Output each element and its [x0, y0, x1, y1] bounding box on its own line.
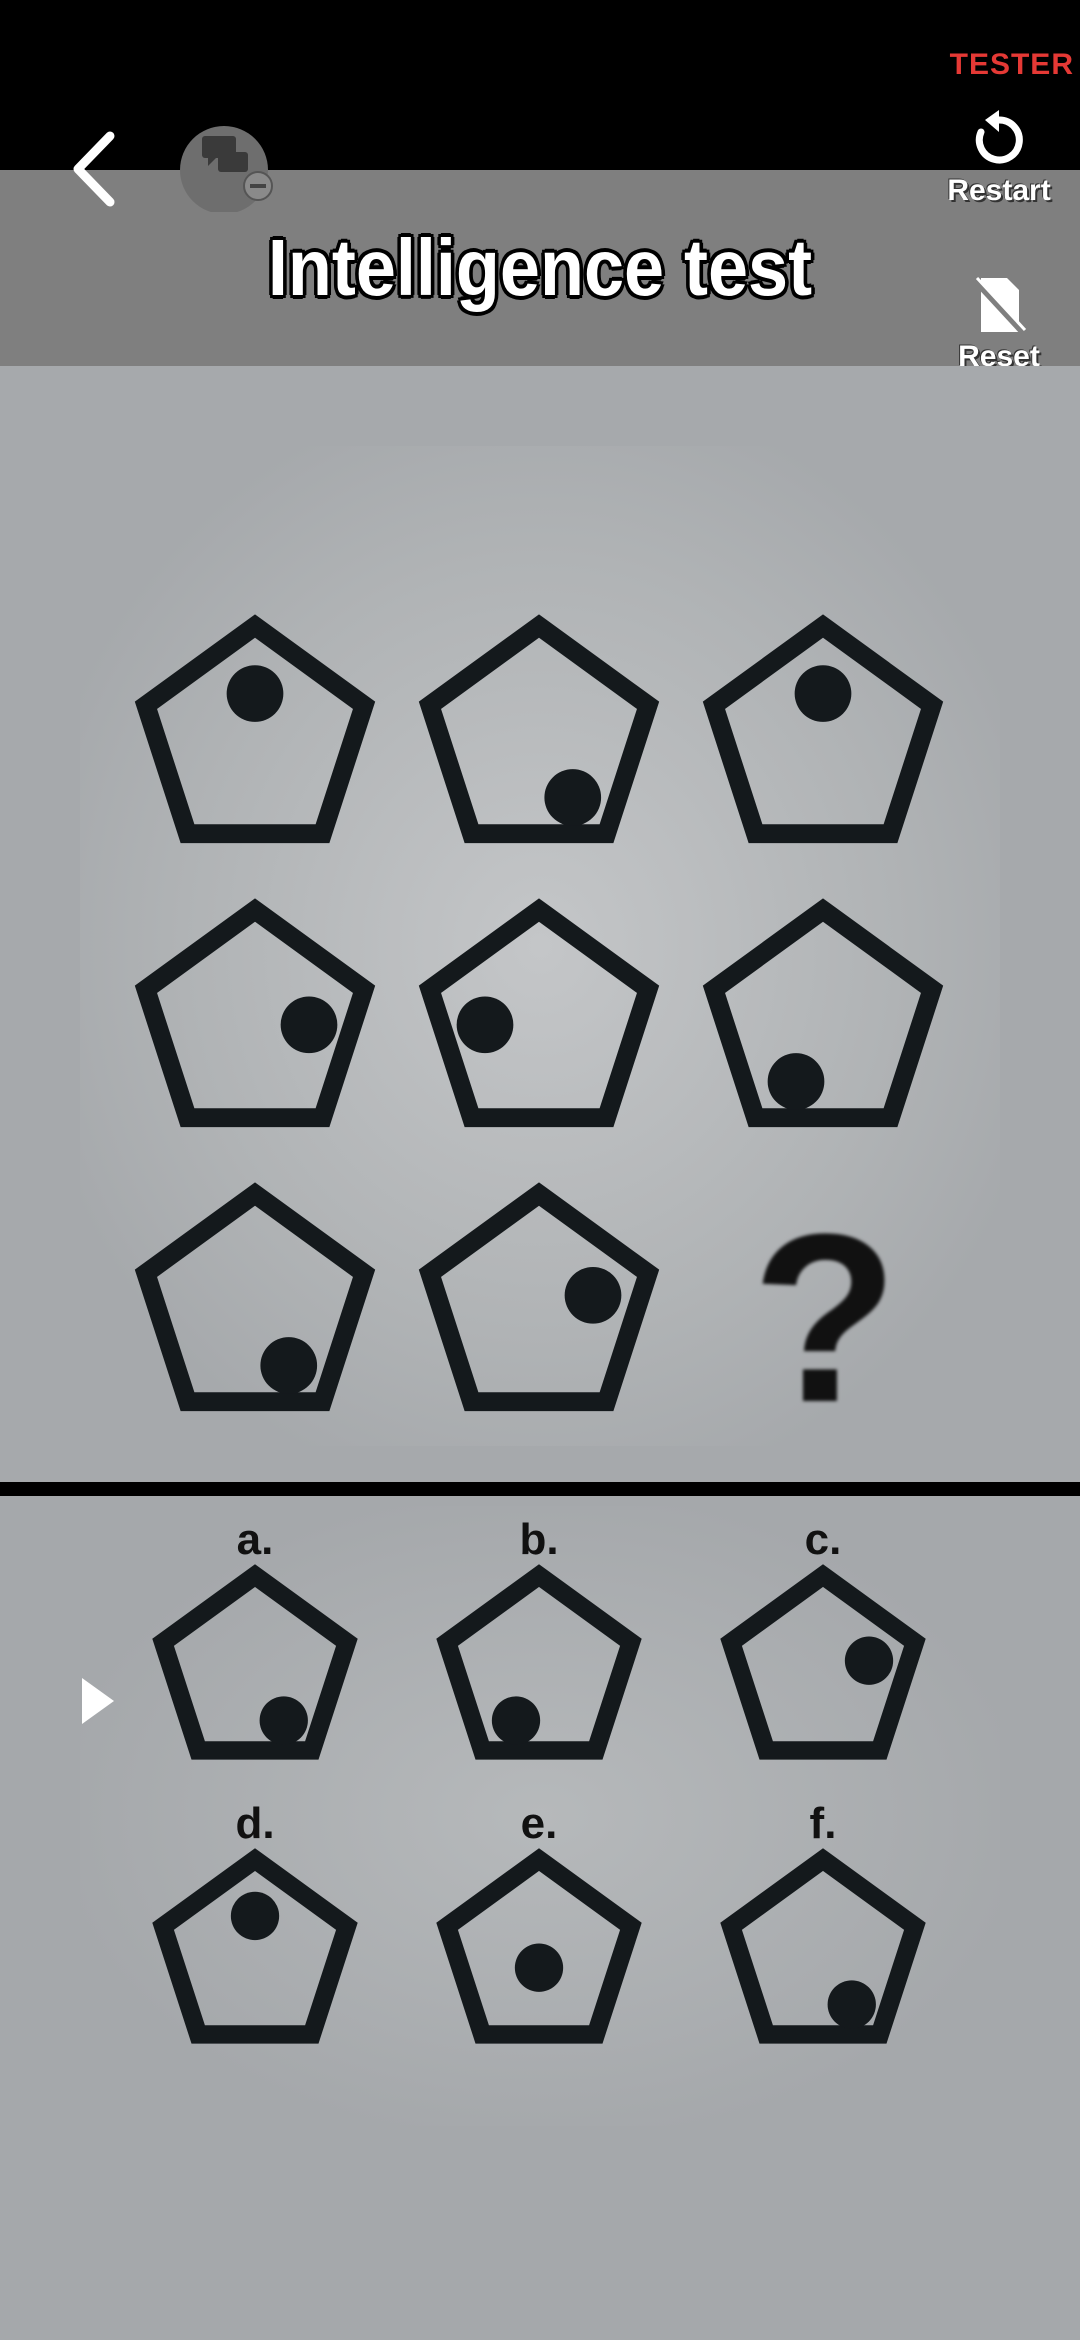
answer-option-d[interactable] — [140, 1832, 370, 2067]
dot-marker — [491, 1696, 541, 1745]
puzzle-cell — [120, 595, 390, 870]
dot-marker — [767, 1053, 825, 1110]
restart-icon — [975, 110, 1023, 164]
status-bar: TESTER — [0, 0, 1080, 170]
puzzle-cell — [688, 879, 958, 1154]
pentagon-shape — [418, 898, 660, 1128]
hint-button[interactable] — [174, 122, 284, 214]
header-bar — [0, 170, 1080, 366]
pentagon-shape — [418, 1182, 660, 1412]
answer-label: d. — [235, 1799, 275, 1848]
dot-marker — [259, 1696, 308, 1745]
pentagon-shape — [152, 1564, 358, 1760]
puzzle-cell — [120, 879, 390, 1154]
pentagon-shape — [436, 1848, 642, 2044]
puzzle-cell — [688, 595, 958, 870]
dot-marker — [564, 1266, 622, 1324]
pentagon-shape — [134, 898, 376, 1128]
pentagon-shape — [702, 898, 944, 1128]
pentagon-shape — [134, 1182, 376, 1412]
restart-button[interactable]: Restart — [934, 110, 1064, 208]
dot-marker — [260, 1337, 318, 1394]
puzzle-cell — [404, 1163, 674, 1438]
page-title: Intelligence test — [267, 223, 813, 312]
answer-option-f[interactable] — [708, 1832, 938, 2067]
puzzle-cell — [404, 595, 674, 870]
answer-label: f. — [809, 1799, 837, 1848]
restart-label: Restart — [947, 174, 1051, 207]
dot-marker — [514, 1943, 564, 1992]
dot-marker — [280, 996, 338, 1054]
dot-marker — [456, 996, 514, 1054]
reset-button[interactable]: Reset — [934, 274, 1064, 374]
play-triangle-icon — [78, 1676, 118, 1726]
dot-marker — [230, 1891, 280, 1941]
pentagon-shape — [418, 614, 660, 844]
answer-option-a[interactable] — [140, 1548, 370, 1783]
dot-marker — [544, 769, 602, 826]
answer-label: a. — [236, 1515, 274, 1564]
answer-label: b. — [519, 1515, 559, 1564]
dot-marker — [226, 665, 284, 722]
divider — [0, 1482, 1080, 1496]
pentagon-shape — [702, 614, 944, 844]
missing-cell-question-mark: ? — [751, 1184, 899, 1452]
answer-label: c. — [804, 1515, 842, 1564]
pentagon-shape — [134, 614, 376, 844]
answer-option-c[interactable] — [708, 1548, 938, 1783]
back-button[interactable] — [62, 124, 132, 214]
puzzle-area — [0, 366, 1080, 1482]
pentagon-shape — [720, 1848, 926, 2044]
pentagon-shape — [436, 1564, 642, 1760]
answer-label: e. — [520, 1799, 558, 1848]
dot-marker — [844, 1636, 894, 1685]
answer-option-b[interactable] — [424, 1548, 654, 1783]
tester-label: TESTER — [949, 48, 1074, 81]
puzzle-cell — [120, 1163, 390, 1438]
pentagon-shape — [720, 1564, 926, 1760]
dot-marker — [827, 1980, 876, 2029]
no-ads-icon — [972, 276, 1027, 335]
answer-option-e[interactable] — [424, 1832, 654, 2067]
dot-marker — [794, 665, 852, 722]
puzzle-cell — [404, 879, 674, 1154]
chat-hint-icon — [180, 126, 273, 214]
pentagon-shape — [152, 1848, 358, 2044]
chevron-left-icon — [73, 131, 115, 207]
